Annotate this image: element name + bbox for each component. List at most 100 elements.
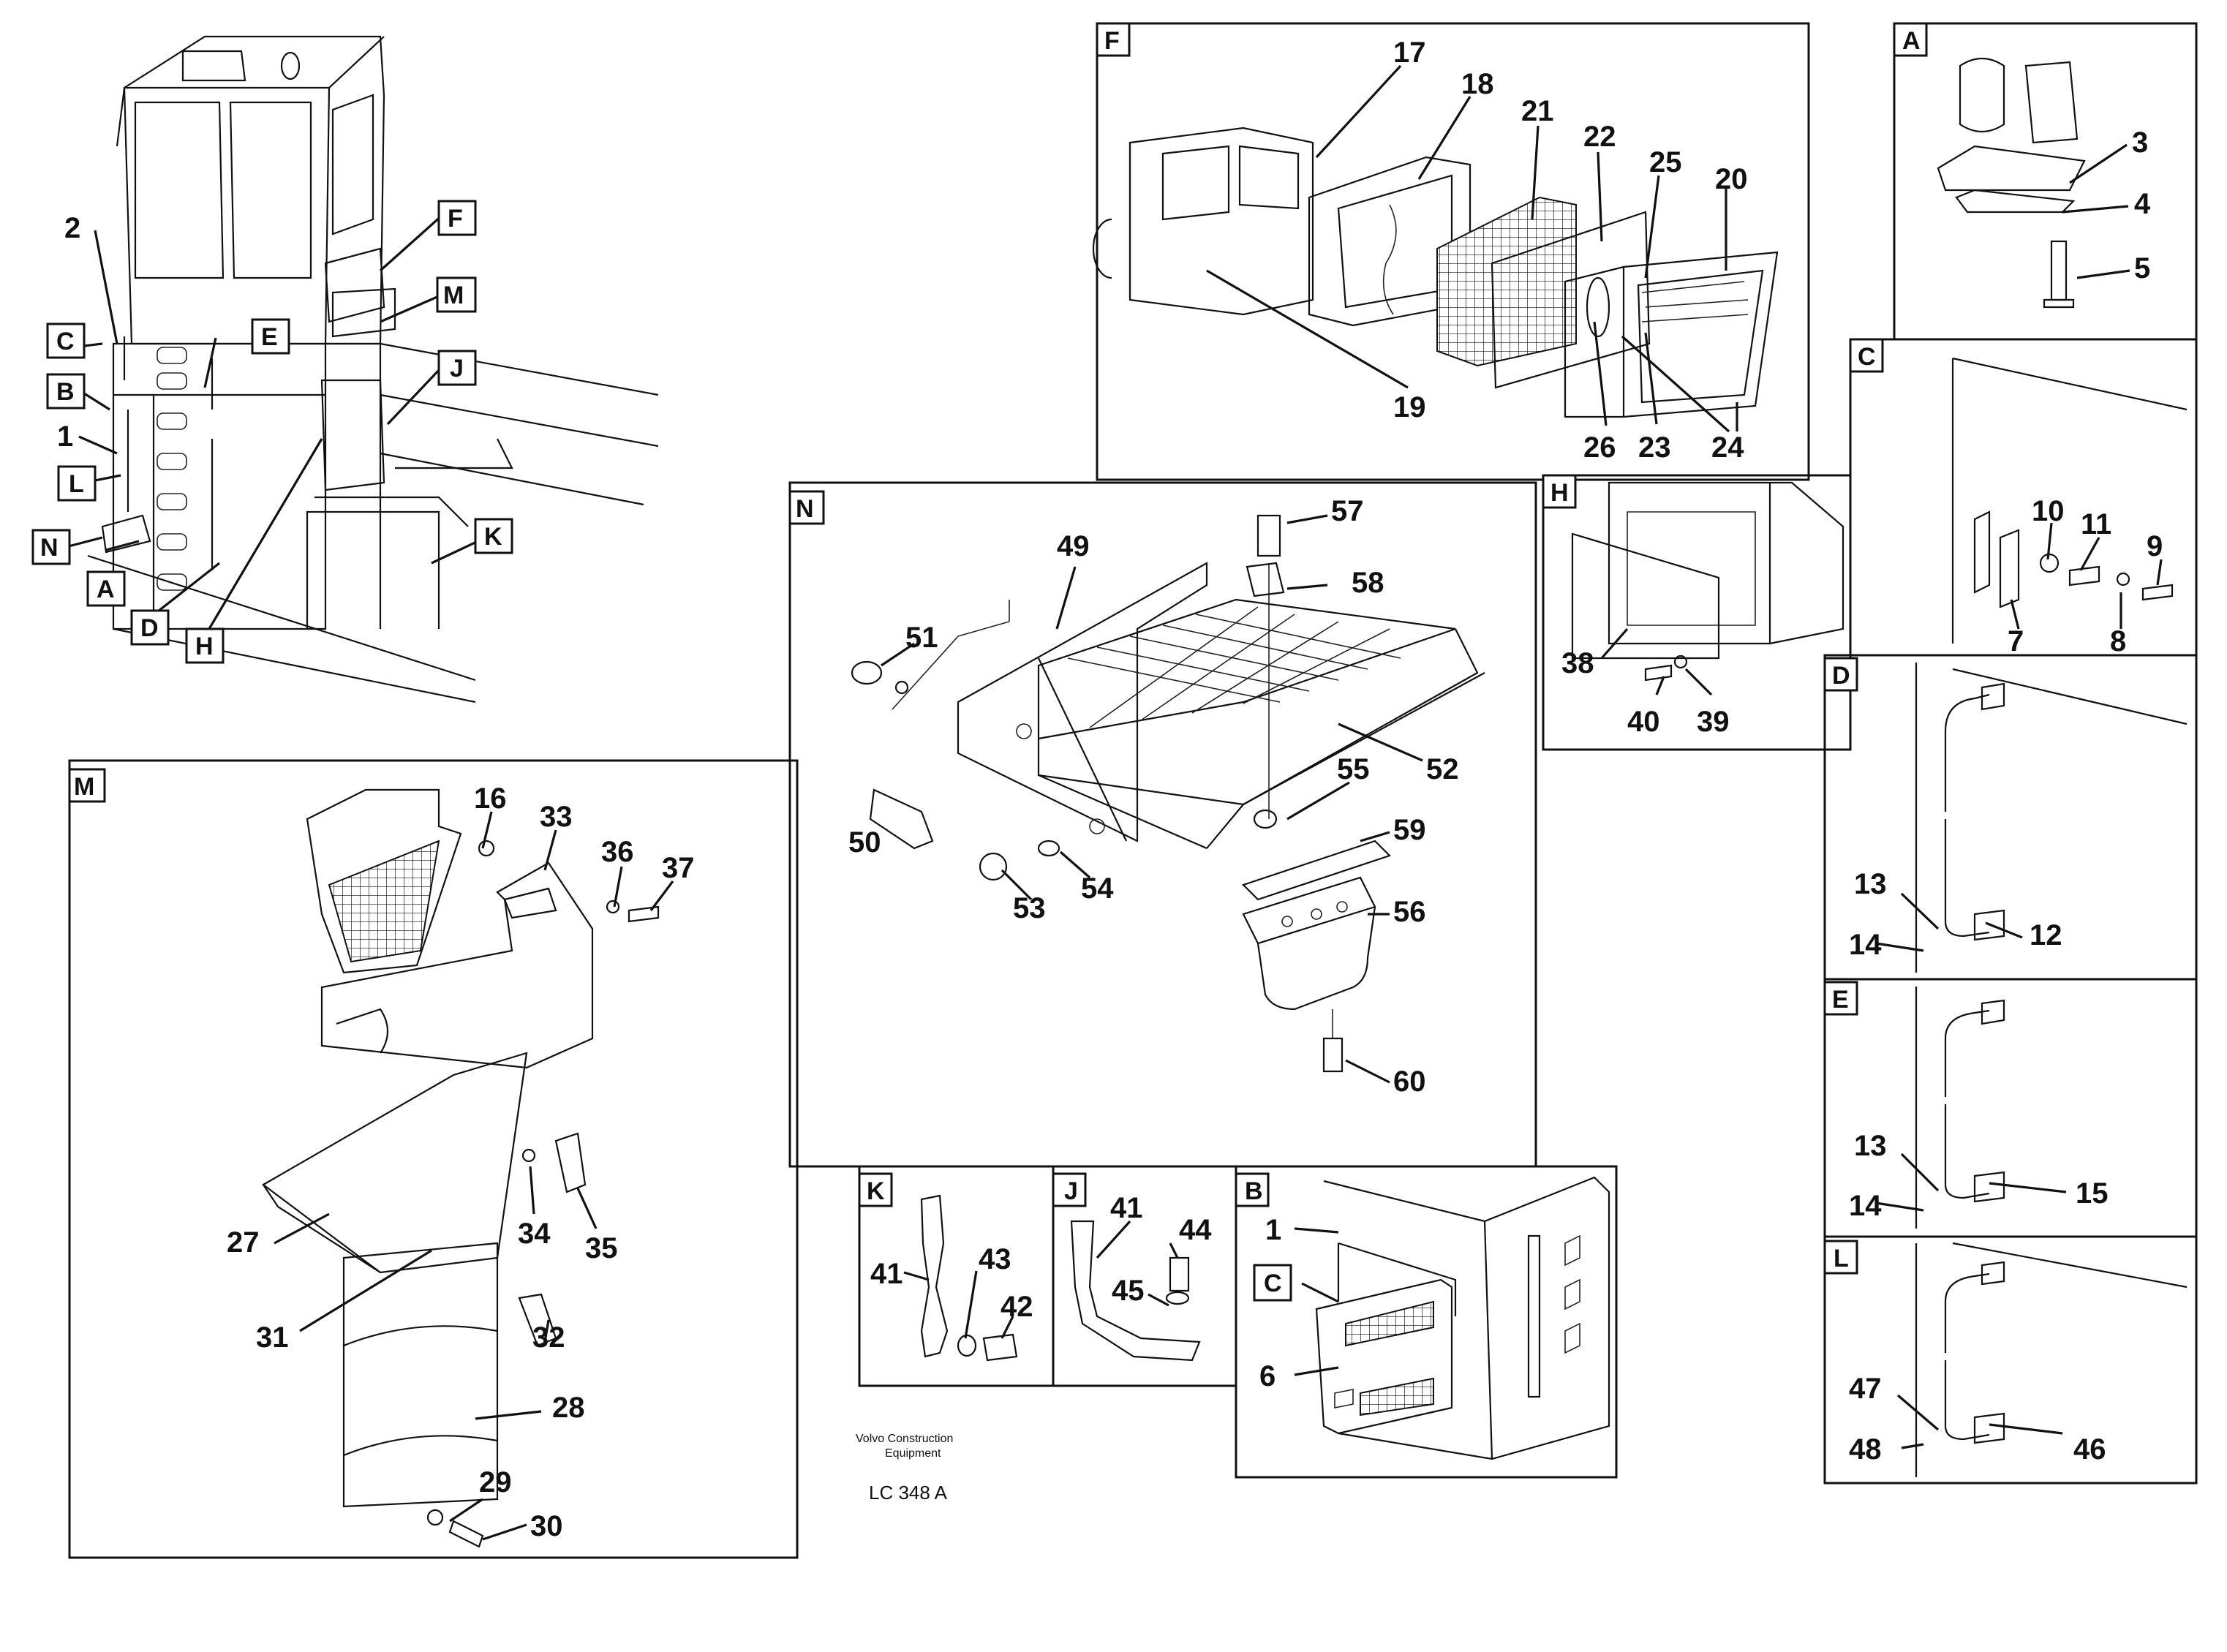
- svg-text:B: B: [1245, 1177, 1263, 1205]
- panel-N-tag: N: [788, 490, 825, 525]
- svg-text:J: J: [450, 355, 464, 382]
- callout-30: 30: [530, 1510, 563, 1542]
- panel-N: N: [788, 481, 1537, 1168]
- panel-D-tag: D: [1823, 657, 1858, 692]
- overview-tag-H: H: [185, 627, 225, 664]
- callout-54: 54: [1081, 872, 1114, 905]
- svg-text:H: H: [195, 633, 214, 660]
- overview-tag-F: F: [437, 200, 477, 236]
- callout-41-J: 41: [1110, 1192, 1143, 1224]
- callout-32: 32: [532, 1321, 565, 1354]
- callout-28: 28: [552, 1392, 585, 1424]
- panel-B-ref-tag: C: [1253, 1264, 1292, 1302]
- callout-46: 46: [2073, 1433, 2106, 1466]
- panel-L: L: [1823, 1235, 2198, 1485]
- overview-tag-E: E: [251, 318, 290, 355]
- overview-tag-N: N: [31, 529, 71, 565]
- callout-51: 51: [905, 622, 938, 654]
- callout-40: 40: [1627, 706, 1660, 738]
- callout-31: 31: [256, 1321, 289, 1354]
- callout-49: 49: [1057, 530, 1090, 562]
- callout-16: 16: [474, 782, 507, 815]
- panel-J-tag: J: [1052, 1172, 1087, 1207]
- callout-42: 42: [1001, 1291, 1033, 1323]
- panel-M-tag: M: [68, 768, 106, 803]
- svg-text:M: M: [74, 773, 94, 801]
- svg-text:D: D: [140, 614, 159, 642]
- callout-18: 18: [1461, 68, 1494, 100]
- panel-A-tag: A: [1893, 22, 1928, 57]
- panel-C-tag: C: [1849, 338, 1884, 373]
- overview-tag-B: B: [46, 373, 86, 410]
- callout-10: 10: [2032, 495, 2065, 527]
- callout-26: 26: [1583, 431, 1616, 464]
- overview-callout-1: 1: [57, 420, 73, 453]
- svg-text:K: K: [867, 1177, 885, 1205]
- svg-text:L: L: [1834, 1245, 1849, 1272]
- panel-F-tag: F: [1096, 22, 1131, 57]
- panel-K-tag: K: [858, 1172, 893, 1207]
- callout-50: 50: [848, 826, 881, 859]
- panel-H: H: [1542, 474, 1852, 751]
- panel-M: M: [68, 759, 799, 1559]
- callout-1-B: 1: [1265, 1214, 1281, 1246]
- callout-9: 9: [2147, 530, 2163, 562]
- overview-tag-K: K: [474, 518, 513, 554]
- callout-27: 27: [227, 1226, 260, 1259]
- svg-text:F: F: [1104, 27, 1120, 55]
- callout-22: 22: [1583, 121, 1616, 153]
- callout-34: 34: [518, 1218, 551, 1250]
- callout-55: 55: [1337, 753, 1370, 785]
- callout-56: 56: [1393, 896, 1426, 928]
- callout-13: 13: [1854, 868, 1887, 900]
- panel-H-tag: H: [1542, 474, 1577, 509]
- callout-44: 44: [1179, 1214, 1212, 1246]
- overview-tag-M: M: [436, 276, 477, 313]
- svg-text:M: M: [443, 282, 464, 309]
- overview-tag-C: C: [46, 323, 86, 359]
- callout-15: 15: [2076, 1177, 2109, 1210]
- overview-tag-L: L: [57, 465, 97, 502]
- panel-J: J: [1052, 1165, 1237, 1387]
- panel-L-tag: L: [1823, 1240, 1858, 1275]
- callout-11: 11: [2081, 508, 2111, 540]
- callout-25: 25: [1649, 146, 1682, 178]
- footer-company-line2: Equipment: [885, 1447, 941, 1460]
- callout-20: 20: [1715, 163, 1748, 195]
- panel-C: C: [1849, 338, 2198, 657]
- svg-text:K: K: [484, 523, 502, 551]
- callout-43: 43: [979, 1243, 1011, 1275]
- footer-drawing-code: LC 348 A: [869, 1482, 948, 1504]
- callout-37: 37: [662, 852, 695, 884]
- panel-E: E: [1823, 978, 2198, 1238]
- callout-24: 24: [1711, 431, 1744, 464]
- callout-59: 59: [1393, 814, 1426, 846]
- overview-tag-D: D: [130, 609, 170, 646]
- callout-36: 36: [601, 836, 634, 868]
- callout-5: 5: [2134, 252, 2150, 284]
- callout-7: 7: [2008, 625, 2024, 657]
- footer-company-line1: Volvo Construction: [856, 1433, 953, 1445]
- callout-38: 38: [1561, 647, 1594, 679]
- svg-text:C: C: [56, 328, 75, 355]
- overview-callout-2: 2: [64, 212, 80, 244]
- callout-3: 3: [2132, 127, 2148, 159]
- callout-4: 4: [2134, 188, 2151, 220]
- callout-14: 14: [1849, 929, 1882, 961]
- callout-6: 6: [1259, 1360, 1275, 1392]
- svg-text:C: C: [1858, 343, 1876, 371]
- callout-17: 17: [1393, 37, 1426, 69]
- svg-text:E: E: [1832, 986, 1849, 1014]
- callout-41-K: 41: [870, 1258, 903, 1290]
- svg-text:L: L: [69, 470, 84, 498]
- svg-text:C: C: [1264, 1270, 1282, 1297]
- callout-45: 45: [1112, 1275, 1145, 1307]
- svg-text:F: F: [448, 205, 463, 233]
- callout-19: 19: [1393, 391, 1426, 423]
- callout-8: 8: [2110, 625, 2126, 657]
- panel-E-tag: E: [1823, 981, 1858, 1016]
- callout-48: 48: [1849, 1433, 1882, 1466]
- callout-60: 60: [1393, 1065, 1426, 1098]
- callout-23: 23: [1638, 431, 1671, 464]
